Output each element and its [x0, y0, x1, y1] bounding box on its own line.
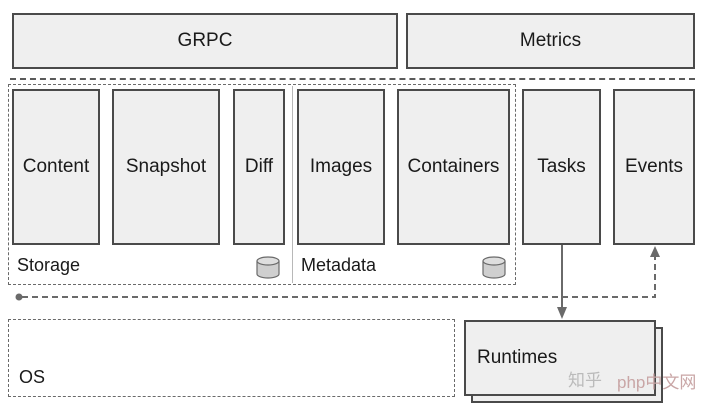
tasks-box: Tasks [522, 89, 601, 245]
diff-label: Diff [244, 156, 274, 177]
tasks-label: Tasks [537, 156, 586, 177]
grpc-label: GRPC [177, 30, 233, 51]
snapshot-box: Snapshot [112, 89, 220, 245]
watermark-cn: 知乎 [568, 371, 602, 390]
grpc-box: GRPC [12, 13, 398, 69]
storage-metadata-group [8, 84, 516, 285]
containers-box: Containers [397, 89, 510, 245]
os-label: OS [19, 367, 46, 387]
events-label: Events [624, 156, 684, 177]
runtimes-label: Runtimes [477, 347, 558, 368]
runtimes-box: Runtimes [464, 320, 656, 396]
events-feedback-connector [15, 246, 660, 301]
events-box: Events [613, 89, 695, 245]
tasks-to-runtimes-arrow [557, 245, 567, 319]
watermark-brand: php中文网 [617, 373, 697, 392]
storage-label: Storage [17, 255, 81, 275]
group-divider [292, 86, 293, 283]
images-box: Images [297, 89, 385, 245]
layer-separator [10, 78, 695, 80]
content-box: Content [12, 89, 100, 245]
diff-box: Diff [233, 89, 285, 245]
database-icon [256, 256, 280, 279]
arrow-icon [557, 307, 567, 319]
containers-label: Containers [407, 156, 500, 177]
metadata-label: Metadata [301, 255, 377, 275]
arrow-icon [650, 246, 660, 257]
images-label: Images [309, 156, 373, 177]
metrics-label: Metrics [519, 30, 582, 51]
content-label: Content [22, 156, 90, 177]
connector-origin-dot [15, 293, 23, 301]
metrics-box: Metrics [406, 13, 695, 69]
database-icon [482, 256, 506, 279]
snapshot-label: Snapshot [125, 156, 207, 177]
os-box [8, 319, 455, 397]
